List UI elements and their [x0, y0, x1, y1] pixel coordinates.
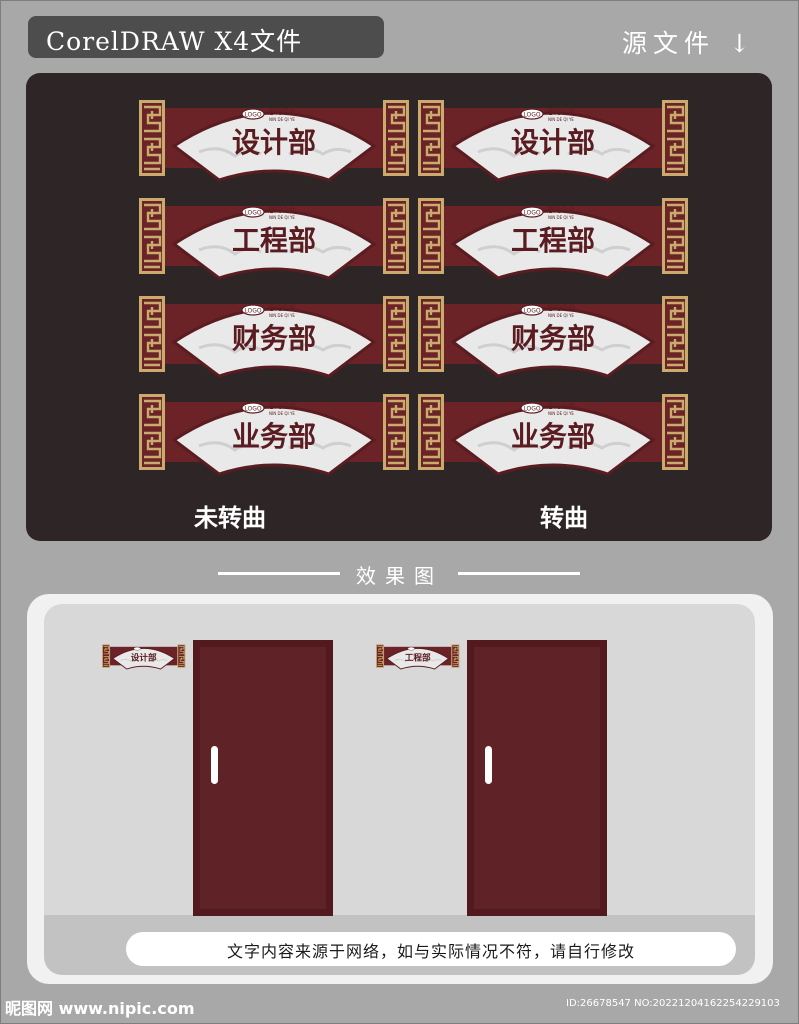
door-1-handle: [211, 746, 218, 784]
notice-text: 文字内容来源于网络，如与实际情况不符，请自行修改: [226, 942, 635, 961]
company-name: 您的企业: [547, 401, 575, 410]
logo-text: LOGO: [523, 308, 541, 315]
department-name: 设计部: [232, 126, 316, 159]
notice-box: [126, 932, 736, 966]
sign-right-1: LOGO 您的企业 NIN DE QI YE 设计部: [418, 100, 690, 186]
sign-left-2: LOGO 您的企业 NIN DE QI YE 工程部: [139, 198, 411, 284]
company-pinyin: NIN DE QI YE: [269, 411, 295, 416]
caption-outlined: 转曲: [540, 504, 588, 532]
watermark-id: ID:26678547 NO:20221204162254229103: [566, 998, 780, 1009]
caption-not-outlined: 未转曲: [194, 504, 266, 532]
logo-text: LOGO: [244, 308, 262, 315]
company-name: 您的企业: [547, 205, 575, 214]
sign-left-3-graphic: LOGO 您的企业 NIN DE QI YE 财务部: [139, 296, 411, 378]
department-name: 财务部: [511, 322, 595, 355]
source-file-text: 源文件: [622, 29, 716, 58]
logo-text: LOGO: [523, 406, 541, 413]
sign-right-4-graphic: LOGO 您的企业 NIN DE QI YE 业务部: [418, 394, 690, 476]
company-name: 您的企业: [268, 401, 296, 410]
department-name: 设计部: [131, 651, 157, 663]
company-pinyin: NIN DE QI YE: [548, 313, 574, 318]
company-name: 您的企业: [547, 107, 575, 116]
logo-text: LOGO: [244, 406, 262, 413]
logo-text: LOGO: [244, 112, 262, 119]
door-sign-2-graphic: 工程部: [376, 644, 460, 670]
sign-right-3-graphic: LOGO 您的企业 NIN DE QI YE 财务部: [418, 296, 690, 378]
company-name: 您的企业: [268, 303, 296, 312]
effect-label: 效果图: [356, 564, 443, 588]
title-tab: [28, 16, 384, 58]
sign-left-4-graphic: LOGO 您的企业 NIN DE QI YE 业务部: [139, 394, 411, 476]
department-name: 工程部: [511, 224, 595, 257]
divider-left: [218, 572, 340, 575]
sign-left-4: LOGO 您的企业 NIN DE QI YE 业务部: [139, 394, 411, 480]
logo-text: LOGO: [244, 210, 262, 217]
department-name: 工程部: [232, 224, 316, 257]
logo-text: LOGO: [523, 210, 541, 217]
arrow-down-icon: ↓: [728, 29, 756, 58]
sign-left-3: LOGO 您的企业 NIN DE QI YE 财务部: [139, 296, 411, 382]
company-pinyin: NIN DE QI YE: [548, 411, 574, 416]
department-name: 业务部: [511, 420, 595, 453]
door-sign-2: 工程部: [376, 644, 460, 674]
source-file-label: 源文件 ↓: [622, 24, 756, 60]
sign-left-1-graphic: LOGO 您的企业 NIN DE QI YE 设计部: [139, 100, 411, 182]
sign-right-2: LOGO 您的企业 NIN DE QI YE 工程部: [418, 198, 690, 284]
sign-right-2-graphic: LOGO 您的企业 NIN DE QI YE 工程部: [418, 198, 690, 280]
company-name: 您的企业: [268, 205, 296, 214]
watermark-site: 昵图网 www.nipic.com: [5, 999, 195, 1018]
logo-text: LOGO: [523, 112, 541, 119]
department-name: 设计部: [511, 126, 595, 159]
divider-right: [458, 572, 580, 575]
department-name: 财务部: [232, 322, 316, 355]
company-name: 您的企业: [547, 303, 575, 312]
door-2-handle: [485, 746, 492, 784]
company-pinyin: NIN DE QI YE: [548, 215, 574, 220]
sign-left-2-graphic: LOGO 您的企业 NIN DE QI YE 工程部: [139, 198, 411, 280]
company-pinyin: NIN DE QI YE: [269, 117, 295, 122]
sign-right-3: LOGO 您的企业 NIN DE QI YE 财务部: [418, 296, 690, 382]
sign-right-1-graphic: LOGO 您的企业 NIN DE QI YE 设计部: [418, 100, 690, 182]
company-pinyin: NIN DE QI YE: [269, 215, 295, 220]
company-pinyin: NIN DE QI YE: [269, 313, 295, 318]
page-title: CorelDRAW X4文件: [46, 27, 303, 56]
company-pinyin: NIN DE QI YE: [548, 117, 574, 122]
department-name: 工程部: [405, 651, 431, 663]
department-name: 业务部: [232, 420, 316, 453]
sign-left-1: LOGO 您的企业 NIN DE QI YE 设计部: [139, 100, 411, 186]
door-sign-1-graphic: 设计部: [102, 644, 186, 670]
company-name: 您的企业: [268, 107, 296, 116]
sign-right-4: LOGO 您的企业 NIN DE QI YE 业务部: [418, 394, 690, 480]
door-sign-1: 设计部: [102, 644, 186, 674]
